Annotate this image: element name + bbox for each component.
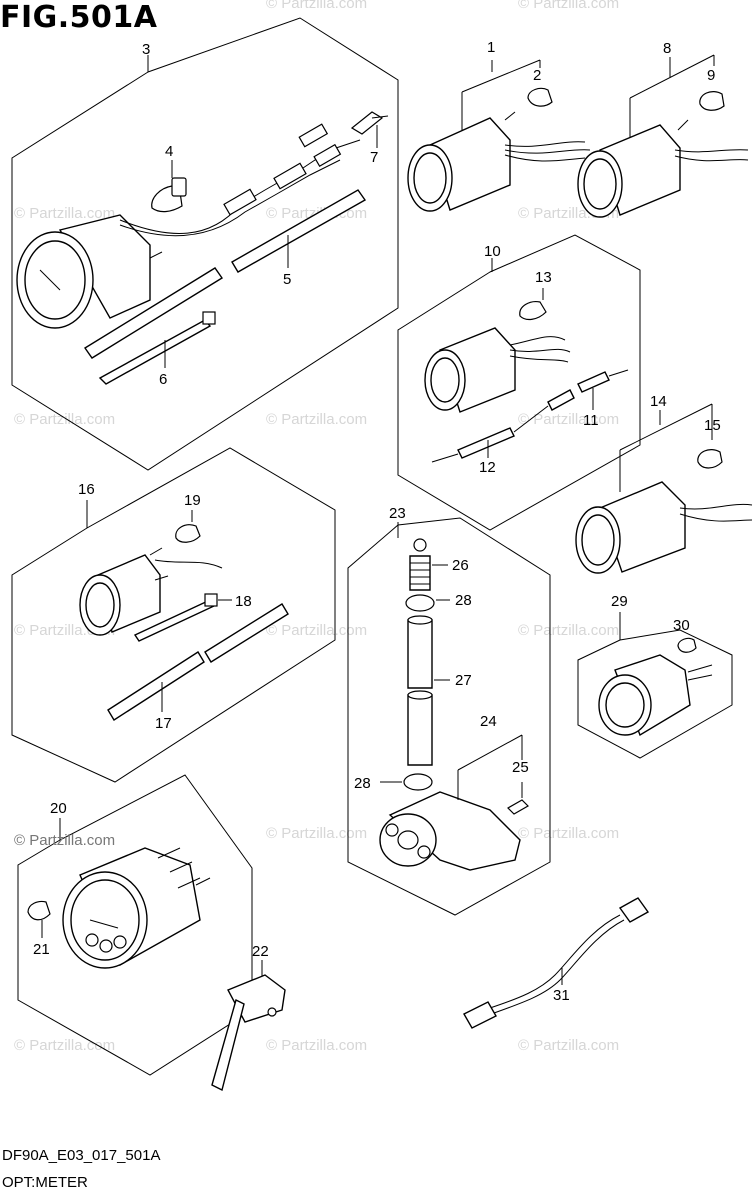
watermark: © Partzilla.com (266, 622, 367, 639)
harness-31 (463, 897, 650, 1029)
tube-27 (407, 615, 450, 766)
watermark: © Partzilla.com (518, 0, 619, 12)
callout-19: 19 (184, 492, 201, 509)
callout-4: 4 (165, 143, 173, 160)
watermark: © Partzilla.com (266, 411, 367, 428)
watermark: © Partzilla.com (14, 832, 115, 849)
leader-line (619, 403, 713, 451)
harness-12 (431, 405, 549, 463)
group-3-frame (11, 17, 399, 471)
watermark: © Partzilla.com (266, 1037, 367, 1054)
callout-20: 20 (50, 800, 67, 817)
callout-6: 6 (159, 371, 167, 388)
callout-29: 29 (611, 593, 628, 610)
group-10-frame (397, 234, 641, 531)
callout-12: 12 (479, 459, 496, 476)
bracket-24 (379, 734, 523, 871)
meter-14 (575, 481, 753, 574)
callout-1: 1 (487, 39, 495, 56)
callout-8: 8 (663, 40, 671, 57)
callout-numbers: 3 4 7 5 6 1 2 8 9 10 13 11 12 14 15 16 1… (33, 39, 721, 1004)
callout-5: 5 (283, 271, 291, 288)
callout-9: 9 (707, 67, 715, 84)
callout-22: 22 (252, 943, 269, 960)
callout-27: 27 (455, 672, 472, 689)
meter-20 (62, 847, 211, 969)
watermark: © Partzilla.com (14, 1037, 115, 1054)
bulb-2 (527, 87, 553, 107)
spring-26 (409, 538, 448, 591)
screw-25 (507, 782, 529, 815)
group-20-frame (17, 774, 253, 1076)
bulb-15 (697, 449, 723, 469)
tube-17 (107, 603, 289, 721)
group-29-frame (577, 629, 733, 759)
watermark: © Partzilla.com (518, 622, 619, 639)
callout-25: 25 (512, 759, 529, 776)
callout-13: 13 (535, 269, 552, 286)
callout-28-lower: 28 (354, 775, 371, 792)
callout-30: 30 (673, 617, 690, 634)
callout-14: 14 (650, 393, 667, 410)
figure-title: FIG.501A (0, 0, 158, 35)
callout-26: 26 (452, 557, 469, 574)
figure-code: DF90A_E03_017_501A (2, 1147, 161, 1164)
callout-17: 17 (155, 715, 172, 732)
bulb-9 (699, 91, 725, 111)
callout-28: 28 (455, 592, 472, 609)
figure-name: OPT:METER (2, 1174, 88, 1191)
sender-22 (211, 960, 286, 1092)
watermark: © Partzilla.com (14, 411, 115, 428)
watermark: © Partzilla.com (518, 825, 619, 842)
bulb-21 (27, 900, 51, 938)
meter-1 (407, 111, 591, 212)
callout-23: 23 (389, 505, 406, 522)
callout-11: 11 (583, 412, 599, 429)
clamp-28-top (405, 594, 450, 612)
tube-5 (84, 189, 367, 359)
callout-24: 24 (480, 713, 497, 730)
bulb-30 (677, 637, 697, 653)
group-23-frame (347, 517, 551, 916)
meter-29 (598, 654, 713, 737)
callout-7: 7 (370, 149, 378, 166)
callout-2: 2 (533, 67, 541, 84)
watermark: © Partzilla.com (518, 411, 619, 428)
leader-line (629, 54, 715, 99)
cable-tie-6 (98, 311, 216, 385)
bulb-19 (175, 510, 201, 543)
watermark: © Partzilla.com (14, 205, 115, 222)
callout-21: 21 (33, 941, 50, 958)
callout-18: 18 (235, 593, 252, 610)
callout-15: 15 (704, 417, 721, 434)
watermark: © Partzilla.com (266, 825, 367, 842)
harness-11 (547, 369, 629, 411)
clamp-28-bottom (380, 773, 433, 791)
bulb-4 (151, 160, 187, 213)
leader-line (461, 59, 541, 93)
meter-8 (577, 119, 749, 218)
bulb-13 (519, 288, 547, 321)
group-16-frame (11, 447, 336, 783)
watermark: © Partzilla.com (518, 1037, 619, 1054)
watermark: © Partzilla.com (266, 0, 367, 12)
callout-16: 16 (78, 481, 95, 498)
meter-assembly-3 (16, 111, 389, 329)
callout-10: 10 (484, 243, 501, 260)
cable-tie-18 (133, 593, 232, 642)
meter-16 (79, 547, 223, 636)
meter-10 (424, 327, 571, 413)
callout-31: 31 (553, 987, 570, 1004)
callout-3: 3 (142, 41, 150, 58)
